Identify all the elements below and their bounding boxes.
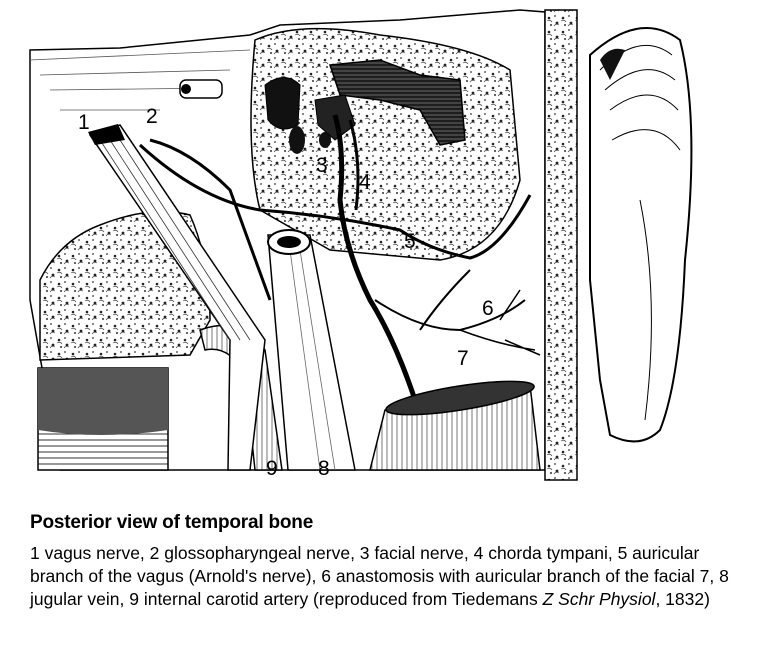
label-2: 2 (146, 105, 158, 128)
label-8: 8 (318, 457, 330, 480)
cut-vessel (369, 380, 541, 471)
auricular-branches (374, 269, 541, 356)
vagus-nerve (88, 124, 266, 471)
jugular-vein (267, 229, 356, 471)
spinal-column (37, 367, 169, 471)
facial-nerve (332, 114, 418, 401)
caption-journal: Z Schr Physiol (542, 589, 656, 609)
ear-auricle (589, 27, 693, 443)
caption-title: Posterior view of temporal bone (30, 512, 314, 533)
caption-body: 1 vagus nerve, 2 glossopharyngeal nerve,… (30, 543, 729, 609)
label-6: 6 (482, 297, 494, 320)
auditory-canal-wall (544, 9, 578, 481)
caption-text: 1 vagus nerve, 2 glossopharyngeal nerve,… (30, 542, 740, 611)
label-9: 9 (266, 457, 278, 480)
ossicle (179, 79, 223, 99)
figure-caption: Posterior view of temporal bone 1 vagus … (30, 512, 740, 611)
label-5: 5 (404, 230, 416, 253)
label-4: 4 (359, 171, 371, 194)
arnolds-nerve (138, 143, 532, 260)
anatomical-illustration: 1 2 3 4 5 6 7 8 9 (29, 9, 693, 481)
label-1: 1 (78, 111, 90, 134)
caption-year: , 1832) (655, 589, 710, 609)
mastoid-air-cells (264, 59, 466, 154)
label-7: 7 (457, 347, 469, 370)
label-3: 3 (316, 154, 328, 177)
glossopharyngeal-nerve (149, 138, 272, 301)
